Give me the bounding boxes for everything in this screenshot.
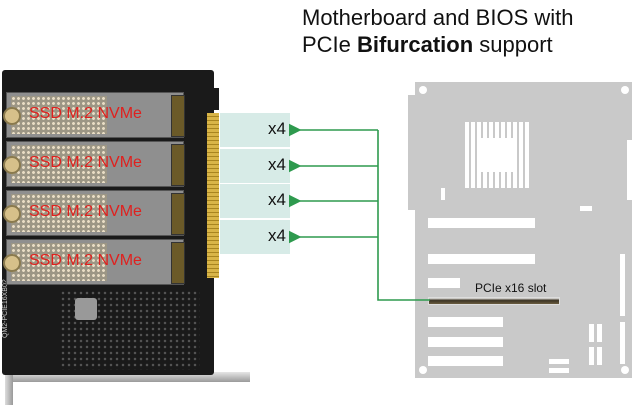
pcie-slot-label: PCIe x16 slot xyxy=(475,281,547,295)
lane-box-1: x4 xyxy=(220,113,290,147)
cpu-socket-center xyxy=(480,138,514,172)
lane-label: x4 xyxy=(268,226,286,245)
ssd-label: SSD M.2 NVMe xyxy=(29,203,142,220)
pci-slot xyxy=(428,317,503,327)
pci-bracket xyxy=(5,372,250,382)
ssd-slot-1: SSD M.2 NVMe xyxy=(3,92,185,138)
lane-label: x4 xyxy=(268,155,286,174)
lane-box-2: x4 xyxy=(220,149,290,183)
pci-slot xyxy=(428,356,503,366)
gold-edge-connector xyxy=(207,113,219,278)
diagram-title: Motherboard and BIOS with PCIe Bifurcati… xyxy=(302,4,573,58)
trunk-line xyxy=(377,130,430,301)
lane-box-4: x4 xyxy=(220,220,290,254)
ssd-slot-2: SSD M.2 NVMe xyxy=(3,141,185,187)
pcb-chip xyxy=(75,298,97,320)
card-edge xyxy=(205,88,219,110)
pci-bracket-side xyxy=(5,372,13,405)
lane-label: x4 xyxy=(268,190,286,209)
title-bold: Bifurcation xyxy=(357,32,474,57)
ssd-slot-4: SSD M.2 NVMe xyxy=(3,239,185,285)
pcie-x16-slot xyxy=(428,297,560,305)
screw-icon xyxy=(3,254,21,272)
title-line-1: Motherboard and BIOS with xyxy=(302,5,574,30)
title-line-2: PCIe Bifurcation support xyxy=(302,31,573,58)
pci-slot xyxy=(428,337,503,347)
io-panel xyxy=(408,95,416,210)
screw-icon xyxy=(3,107,21,125)
screw-icon xyxy=(3,156,21,174)
lane-box-3: x4 xyxy=(220,184,290,218)
ssd-slot-3: SSD M.2 NVMe xyxy=(3,190,185,236)
pci-slot xyxy=(428,218,535,228)
lane-label: x4 xyxy=(268,119,286,138)
pci-slot xyxy=(428,254,535,264)
screw-icon xyxy=(3,205,21,223)
ssd-label: SSD M.2 NVMe xyxy=(29,252,142,269)
ssd-label: SSD M.2 NVMe xyxy=(29,154,142,171)
title-suffix: support xyxy=(473,32,553,57)
ssd-label: SSD M.2 NVMe xyxy=(29,105,142,122)
title-prefix: PCIe xyxy=(302,32,358,57)
